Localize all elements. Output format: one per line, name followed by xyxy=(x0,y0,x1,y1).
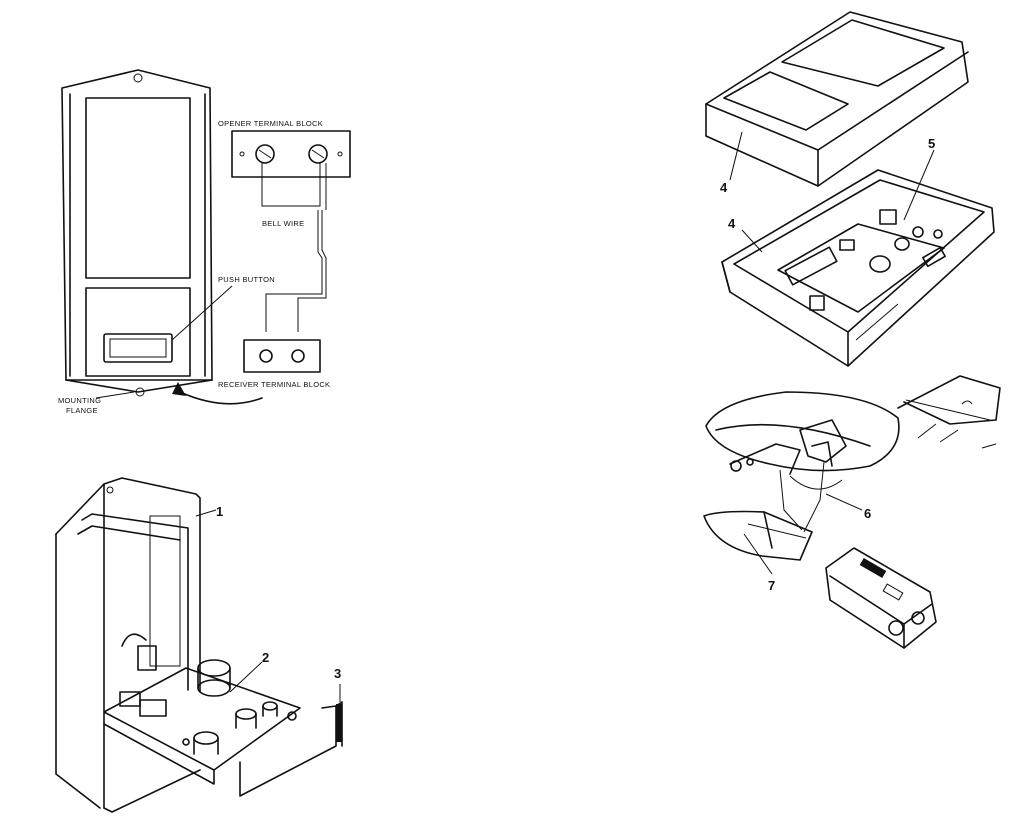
callout-4-cover: 4 xyxy=(720,180,728,195)
battery-holder xyxy=(703,510,813,561)
mounting-flange-label-2: FLANGE xyxy=(66,406,98,415)
push-button-label: PUSH BUTTON xyxy=(218,275,275,284)
receiver-terminal-block xyxy=(243,339,321,373)
callout-1: 1 xyxy=(216,504,223,519)
callout-6: 6 xyxy=(864,506,871,521)
remote-circuit-board xyxy=(777,209,946,313)
push-button xyxy=(103,333,173,363)
battery xyxy=(825,547,937,649)
callout-5: 5 xyxy=(928,136,935,151)
push-button-housing xyxy=(55,477,201,813)
receiver-terminal-block-label: RECEIVER TERMINAL BLOCK xyxy=(218,380,330,389)
battery-clip xyxy=(897,375,1001,449)
battery-connector xyxy=(779,461,843,533)
callout-4-base: 4 xyxy=(728,216,736,231)
opener-terminal-block-label: OPENER TERMINAL BLOCK xyxy=(218,119,323,128)
callout-2: 2 xyxy=(262,650,269,665)
push-button-unit-front xyxy=(61,69,213,393)
remote-underside xyxy=(705,391,900,475)
mounting-flange-hole xyxy=(135,387,145,397)
remote-base xyxy=(721,169,995,367)
bell-wire-label: BELL WIRE xyxy=(262,219,304,228)
button-plate xyxy=(239,701,343,797)
remote-cover xyxy=(705,11,969,187)
mounting-flange-label: MOUNTING xyxy=(58,396,101,405)
callout-3: 3 xyxy=(334,666,341,681)
callout-7: 7 xyxy=(768,578,775,593)
opener-terminal-block xyxy=(231,130,351,178)
rotation-arrow xyxy=(179,391,263,405)
circuit-board xyxy=(103,633,301,785)
bell-wire xyxy=(261,163,327,332)
